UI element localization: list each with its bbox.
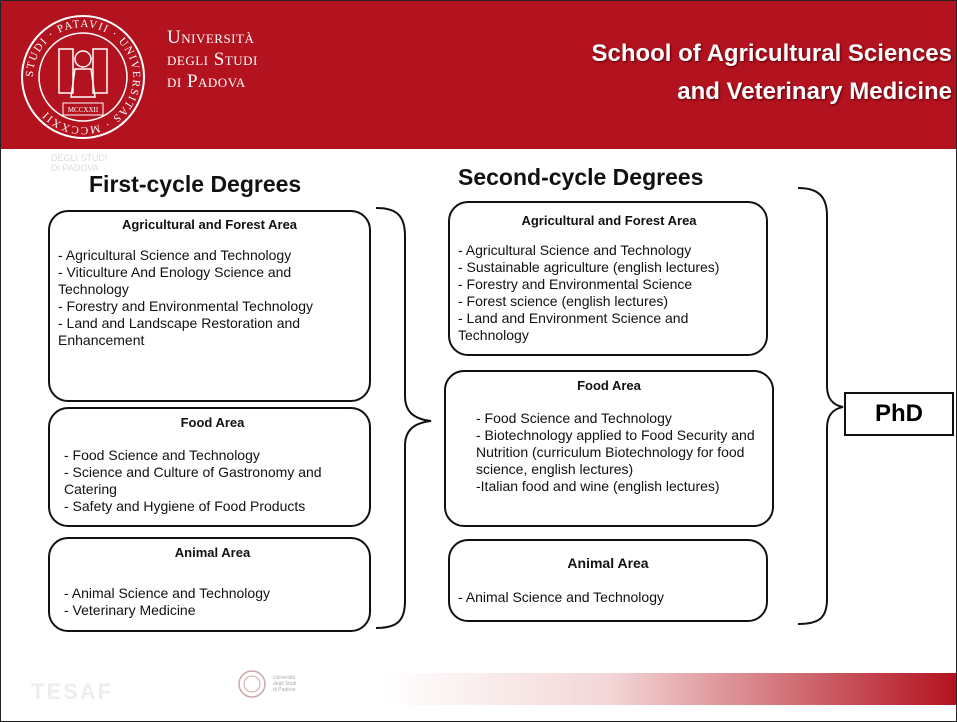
seal-year: MCCXXII: [68, 106, 99, 114]
second-cycle-brace: [797, 187, 844, 625]
footer-gradient-bar: [381, 673, 956, 705]
degree-list: - Agricultural Science and Technology - …: [58, 247, 361, 349]
degree-item: - Viticulture And Enology Science and Te…: [58, 264, 292, 297]
university-seal-icon: STUDI · PATAVII · UNIVERSITAS · MCCXXII …: [21, 15, 145, 139]
phd-box: PhD: [844, 392, 954, 436]
header-banner: STUDI · PATAVII · UNIVERSITAS · MCCXXII …: [1, 1, 956, 149]
university-name-line: di Padova: [167, 71, 246, 92]
degree-list: - Food Science and Technology - Biotechn…: [476, 410, 762, 495]
degree-item: - Agricultural Science and Technology: [458, 242, 692, 258]
degree-list: - Animal Science and Technology - Veteri…: [64, 585, 361, 619]
area-title: Agricultural and Forest Area: [521, 213, 697, 228]
degree-item: - Agricultural Science and Technology: [58, 247, 292, 263]
first-cycle-animal-box: Animal Area - Animal Science and Technol…: [48, 537, 371, 632]
second-cycle-agricultural-box: Agricultural and Forest Area - Agricultu…: [448, 201, 768, 356]
area-title: Animal Area: [567, 555, 649, 571]
second-cycle-animal-box: Animal Area - Animal Science and Technol…: [448, 539, 768, 622]
footer-university-line: Università: [273, 675, 296, 681]
second-cycle-food-box: Food Area - Food Science and Technology …: [444, 370, 774, 527]
degree-item: - Science and Culture of Gastronomy and …: [64, 464, 322, 497]
degree-list: - Animal Science and Technology: [458, 589, 758, 606]
first-cycle-brace: [375, 207, 432, 629]
degree-item: - Land and Environment Science and Techn…: [458, 310, 689, 343]
watermark-text: DEGLI STUDI DI PADOVA: [51, 153, 108, 173]
degree-item: - Forest science (english lectures): [458, 293, 669, 309]
footer-seal-icon: [238, 670, 266, 698]
second-cycle-heading: Second-cycle Degrees: [458, 164, 704, 190]
degree-list: - Agricultural Science and Technology - …: [458, 242, 760, 344]
degree-item: - Food Science and Technology: [64, 447, 260, 463]
university-name-line: degli Studi: [167, 49, 258, 70]
degree-item: - Animal Science and Technology: [64, 585, 270, 601]
footer-watermark: TESAF: [31, 679, 114, 704]
footer-university-line: degli Studi: [273, 681, 297, 687]
area-title: Food Area: [577, 378, 641, 393]
footer-university-line: di Padova: [273, 687, 296, 693]
degree-item: -Italian food and wine (english lectures…: [476, 478, 720, 494]
area-title: Agricultural and Forest Area: [121, 217, 298, 232]
school-title-line: School of Agricultural Sciences: [591, 40, 952, 67]
school-title-line: and Veterinary Medicine: [677, 78, 952, 105]
area-title: Food Area: [180, 415, 245, 430]
degree-item: - Animal Science and Technology: [458, 589, 664, 605]
watermark-line: DI PADOVA: [51, 163, 99, 173]
university-name: Università degli Studi di Padova: [167, 27, 258, 93]
degree-list: - Food Science and Technology - Science …: [64, 447, 361, 515]
university-name-line: Università: [167, 27, 255, 48]
degree-item: - Forestry and Environmental Technology: [58, 298, 313, 314]
degree-item: - Food Science and Technology: [476, 410, 672, 426]
footer-university-name: Università degli Studi di Padova: [273, 675, 296, 693]
degree-item: - Forestry and Environmental Science: [458, 276, 693, 292]
degree-item: - Sustainable agriculture (english lectu…: [458, 259, 720, 275]
first-cycle-food-box: Food Area - Food Science and Technology …: [48, 407, 371, 527]
watermark-line: DEGLI STUDI: [51, 153, 108, 163]
degree-item: - Safety and Hygiene of Food Products: [64, 498, 306, 514]
degree-item: - Veterinary Medicine: [64, 602, 196, 618]
first-cycle-heading: First-cycle Degrees: [89, 171, 302, 197]
degree-item: - Biotechnology applied to Food Security…: [476, 427, 755, 477]
school-title: School of Agricultural Sciences and Vete…: [591, 35, 952, 111]
area-title: Animal Area: [174, 545, 251, 560]
degree-item: - Land and Landscape Restoration and Enh…: [58, 315, 301, 348]
first-cycle-agricultural-box: Agricultural and Forest Area - Agricultu…: [48, 210, 371, 402]
